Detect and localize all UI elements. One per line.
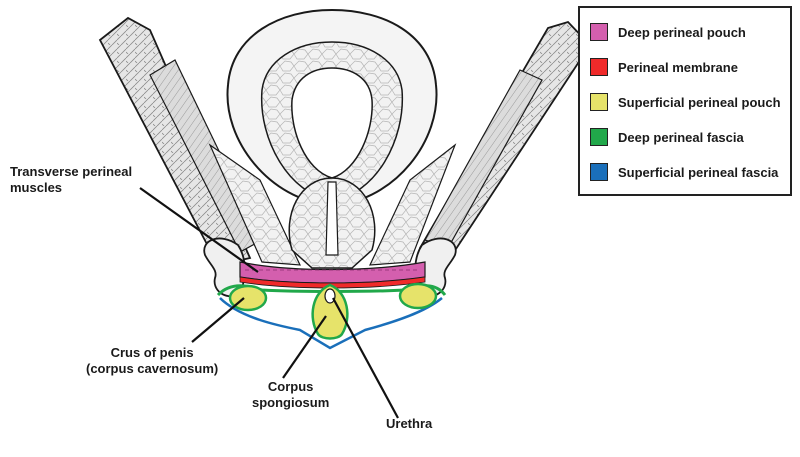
label-spongiosum-line1: Corpus — [267, 379, 314, 394]
leader-urethra — [332, 297, 399, 419]
leader-crus-of-penis — [191, 297, 245, 343]
leader-corpus-spongiosum — [282, 315, 327, 379]
left-crus-of-penis — [228, 284, 268, 312]
urethra-lumen — [324, 288, 336, 304]
corpus-spongiosum — [311, 283, 349, 340]
label-transverse-perineal-muscles: Transverse perineal muscles — [10, 164, 132, 196]
legend-swatch — [590, 128, 608, 146]
legend-label: Deep perineal fascia — [618, 129, 744, 145]
superficial-perineal-fascia — [219, 297, 443, 350]
prostatic-urethra — [325, 181, 339, 256]
legend-swatch — [590, 23, 608, 41]
legend-item: Deep perineal fascia — [590, 126, 744, 148]
legend-item: Superficial perineal pouch — [590, 91, 781, 113]
label-crus-line1: Crus of penis — [110, 345, 194, 360]
label-transverse-line1: Transverse perineal — [10, 164, 133, 179]
leader-transverse-perineal — [139, 187, 259, 273]
legend-swatch — [590, 93, 608, 111]
legend-label: Perineal membrane — [618, 59, 738, 75]
label-urethra: Urethra — [386, 416, 432, 432]
label-spongiosum-line2: spongiosum — [252, 395, 330, 410]
perineal-membrane — [239, 276, 426, 289]
label-crus-of-penis: Crus of penis (corpus cavernosum) — [86, 345, 218, 377]
legend-swatch — [590, 163, 608, 181]
label-urethra-text: Urethra — [386, 416, 433, 431]
legend-item: Perineal membrane — [590, 56, 738, 78]
legend-item: Deep perineal pouch — [590, 21, 746, 43]
legend-label: Deep perineal pouch — [618, 24, 746, 40]
label-corpus-spongiosum: Corpus spongiosum — [252, 379, 329, 411]
legend: Deep perineal pouch Perineal membrane Su… — [578, 6, 792, 196]
right-crus-of-penis — [398, 282, 438, 310]
legend-label: Superficial perineal pouch — [618, 94, 781, 110]
right-levator-muscle — [369, 143, 457, 266]
left-levator-muscle — [208, 143, 301, 266]
legend-swatch — [590, 58, 608, 76]
legend-label: Superficial perineal fascia — [618, 164, 779, 180]
label-crus-line2: (corpus cavernosum) — [86, 361, 219, 376]
bladder-lumen — [291, 67, 373, 179]
legend-item: Superficial perineal fascia — [590, 161, 778, 183]
label-transverse-line2: muscles — [10, 180, 63, 195]
